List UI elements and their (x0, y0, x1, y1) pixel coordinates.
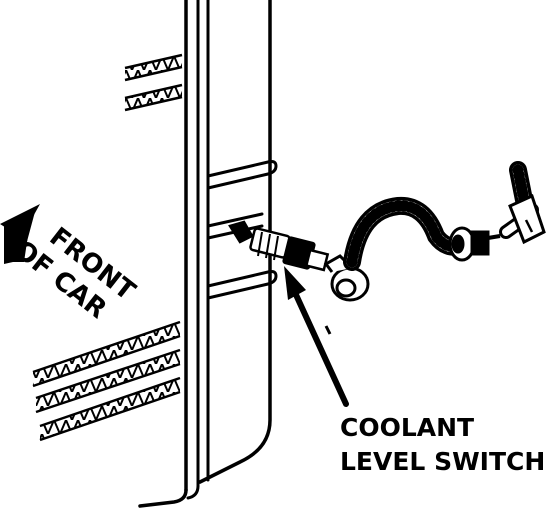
radiator-tank (138, 0, 278, 508)
hatch-block-bottom-1 (32, 320, 181, 388)
wire-harness (343, 196, 471, 271)
upper-connector (508, 193, 546, 245)
front-arrow-body (4, 208, 36, 264)
front-arrow (0, 204, 40, 264)
callout-arrow (284, 266, 349, 407)
switch-threads (257, 231, 279, 261)
hatch-blocks (32, 53, 183, 442)
switch-terminal (304, 248, 330, 272)
callout-label-line2: LEVEL SWITCH (340, 447, 545, 476)
inline-connector (448, 226, 501, 262)
hatch-block-bottom-2 (35, 348, 181, 414)
switch-bracket (228, 220, 254, 244)
coolant-level-switch (228, 220, 330, 272)
tank-right-edge (198, 0, 272, 484)
tank-bottom-curl (138, 488, 188, 508)
hatch-block-top-2 (124, 83, 183, 112)
hatch-block-top-1 (124, 53, 183, 82)
switch-threaded-body (249, 227, 291, 259)
tank-bottom-curl-inner (186, 484, 200, 500)
hatch-block-bottom-3 (39, 376, 181, 442)
callout-label-line1: COOLANT (340, 413, 474, 442)
